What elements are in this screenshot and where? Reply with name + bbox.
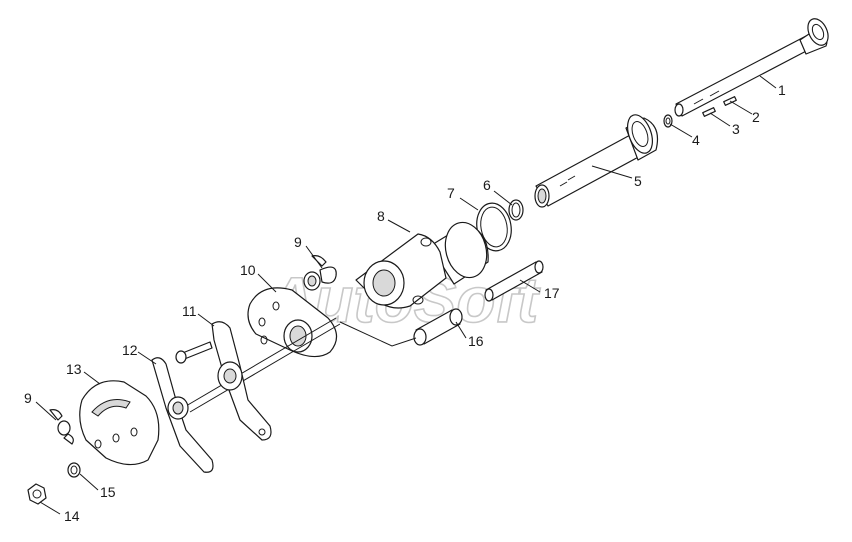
callout-12: 12 <box>122 342 138 358</box>
part-3-key <box>702 107 716 117</box>
part-1-shaft <box>674 18 829 117</box>
callout-9-lower: 9 <box>24 390 32 406</box>
part-13-cam-plate <box>79 380 160 466</box>
callout-6: 6 <box>483 177 491 193</box>
callout-16: 16 <box>468 333 484 349</box>
callout-14: 14 <box>64 508 80 524</box>
part-12-fork <box>151 357 214 473</box>
axis-rod <box>185 317 341 413</box>
part-17-pin <box>484 260 544 302</box>
callout-1: 1 <box>778 82 786 98</box>
part-9-wing-nut-lower <box>49 409 74 445</box>
callout-3: 3 <box>732 121 740 137</box>
part-8-housing <box>355 221 489 309</box>
part-9-wing-nut-upper <box>303 255 337 291</box>
callout-8: 8 <box>377 208 385 224</box>
callout-17: 17 <box>544 285 560 301</box>
part-6-ring <box>508 199 524 221</box>
part-15-washer <box>67 462 81 478</box>
part-16-sleeve <box>413 308 463 346</box>
callout-4: 4 <box>692 132 700 148</box>
callout-7: 7 <box>447 185 455 201</box>
callout-10: 10 <box>240 262 256 278</box>
part-14-hex-nut <box>27 483 47 505</box>
part-5-hollow-shaft <box>534 114 659 208</box>
callout-5: 5 <box>634 173 642 189</box>
callout-11: 11 <box>182 303 197 319</box>
callout-9-upper: 9 <box>294 234 302 250</box>
small-bolt <box>175 341 213 364</box>
part-4-washer <box>663 114 673 128</box>
leader-lines <box>35 75 777 515</box>
part-11-lever <box>211 321 272 441</box>
callout-13: 13 <box>66 361 82 377</box>
callout-2: 2 <box>752 109 760 125</box>
callout-15: 15 <box>100 484 116 500</box>
callout-labels: 1 2 3 4 5 6 7 8 9 10 11 12 13 9 14 15 16… <box>24 82 786 524</box>
